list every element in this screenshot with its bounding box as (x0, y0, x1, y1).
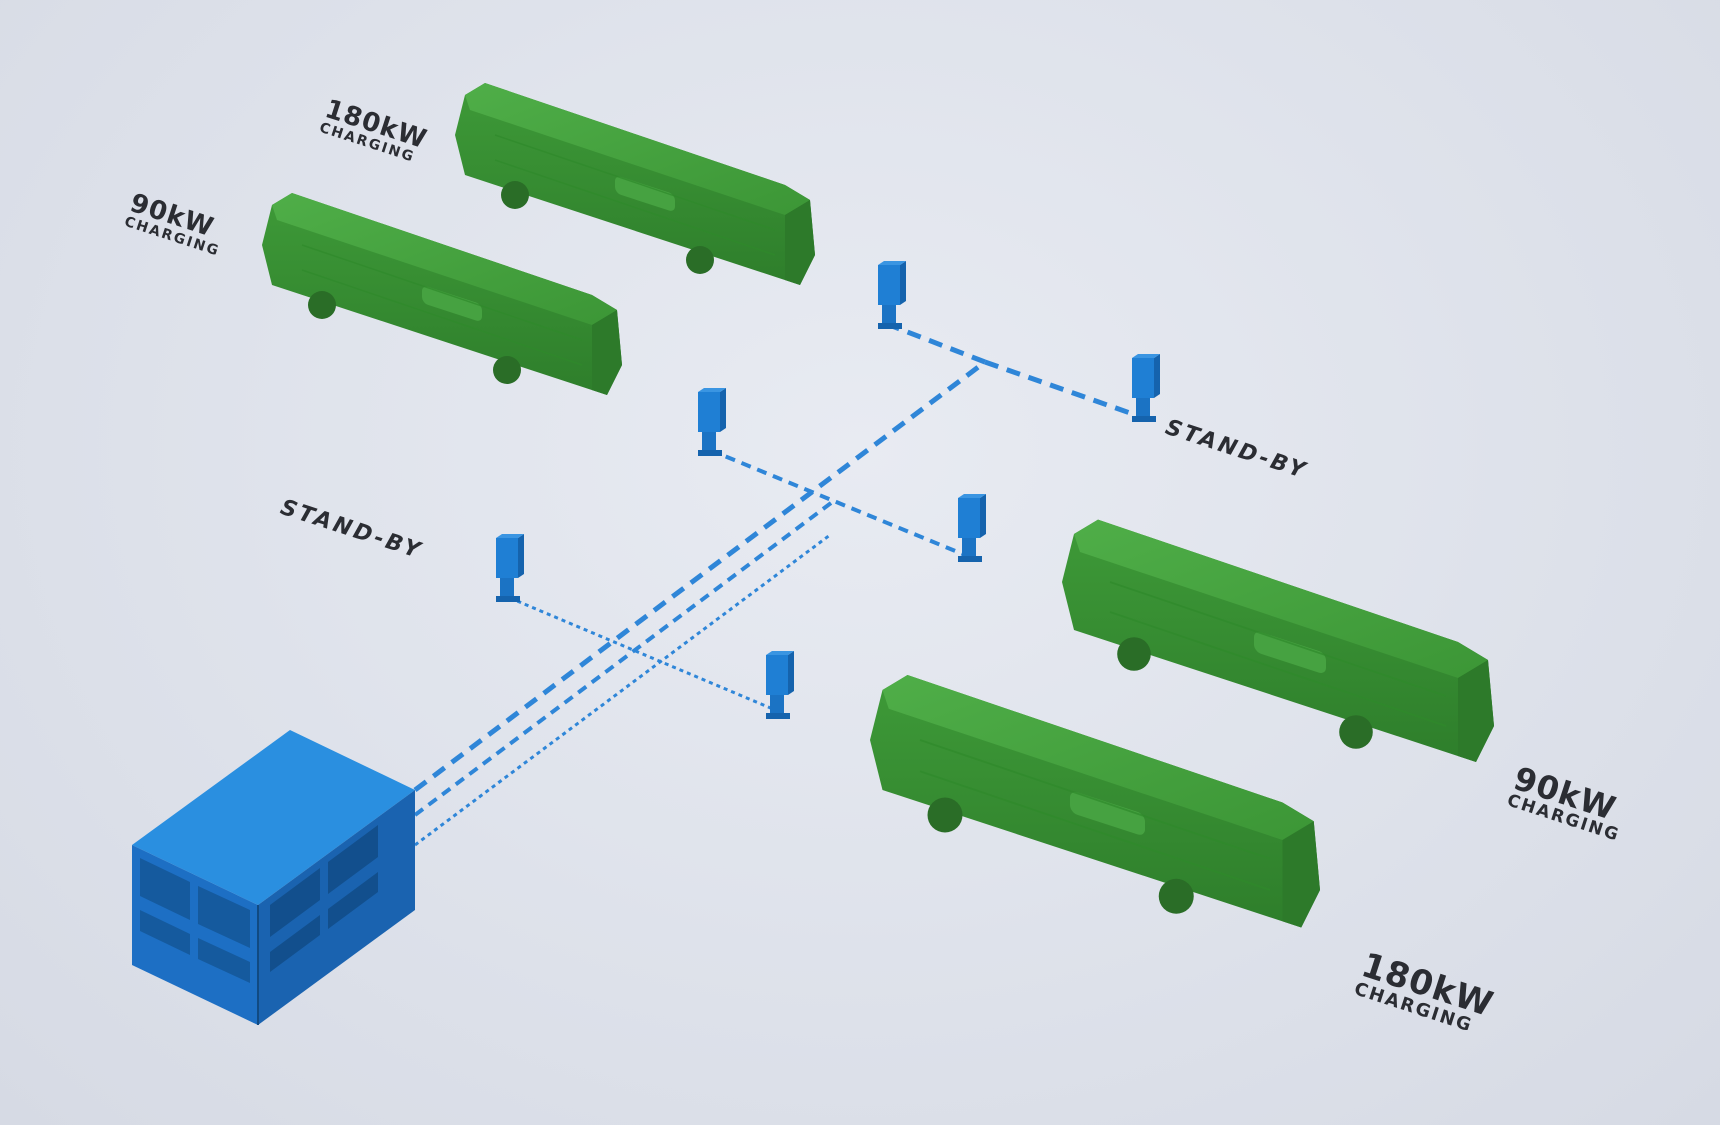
charger-6 (766, 651, 794, 719)
bus-bottom-front (870, 675, 1320, 928)
cable-network (413, 323, 1131, 847)
bus-bottom-back (1062, 519, 1494, 762)
cable-to-charger-1 (891, 323, 986, 365)
charger-2 (1132, 354, 1160, 422)
cable-trunk-3 (414, 533, 831, 847)
cable-to-charger-2 (984, 359, 1131, 416)
bus-top-front (262, 193, 622, 395)
charging-post-icon (878, 261, 906, 329)
charging-post-icon (496, 534, 524, 602)
charging-post-icon (958, 494, 986, 562)
electric-bus-icon (262, 193, 622, 395)
power-cabinet-icon (132, 730, 415, 1025)
charging-post-icon (766, 651, 794, 719)
charging-post-icon (698, 388, 726, 456)
cable-to-charger-4 (509, 596, 781, 714)
electric-bus-icon (1062, 519, 1494, 762)
charger-1 (878, 261, 906, 329)
charger-4 (958, 494, 986, 562)
cable-trunk-1 (413, 360, 987, 792)
charger-5 (496, 534, 524, 602)
charging-post-icon (1132, 354, 1160, 422)
bus-top-back (455, 83, 815, 285)
electric-bus-icon (870, 675, 1320, 928)
cable-to-charger-3 (709, 448, 966, 557)
electric-bus-icon (455, 83, 815, 285)
cable-trunk-2 (413, 498, 837, 817)
charger-3 (698, 388, 726, 456)
power-cabinet (132, 730, 415, 1025)
